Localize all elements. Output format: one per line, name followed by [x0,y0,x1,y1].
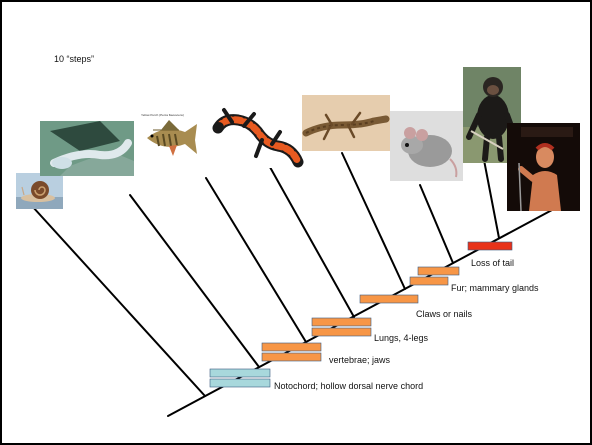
trait-label-fur: Fur; mammary glands [451,283,539,293]
trait-bar-lungs-lower [312,328,371,336]
fish-photo: Yellow Perch (Perca flavescens) [139,112,202,162]
branch-salamander [266,160,354,317]
human-photo [507,123,580,211]
branch-lamprey [130,195,259,367]
lamprey-photo [40,121,134,176]
trait-label-tail: Loss of tail [471,258,514,268]
fish-caption: Yellow Perch (Perca flavescens) [141,113,184,117]
snail-photo [16,173,63,209]
trait-bar-vertebrae-upper [262,343,321,351]
trait-label-notochord: Notochord; hollow dorsal nerve chord [274,381,423,391]
trait-bar-fur-upper [418,267,459,275]
mouse-photo [390,111,463,181]
trait-label-lungs: Lungs, 4-legs [374,333,428,343]
trait-bar-notochord-lower [210,379,270,387]
trait-label-vertebrae: vertebrae; jaws [329,355,390,365]
lizard-photo [302,95,390,151]
branch-mouse [420,185,453,263]
trait-bar-notochord-upper [210,369,270,377]
branch-snail [32,206,205,396]
branch-chimpanzee [484,160,499,238]
trait-bar-tail [468,242,512,250]
salamander-photo [210,100,304,168]
trait-bar-vertebrae-lower [262,353,321,361]
trait-bar-fur-lower [410,277,448,285]
trait-bar-claws [360,295,418,303]
trait-label-claws: Claws or nails [416,309,472,319]
trait-bar-lungs-upper [312,318,371,326]
